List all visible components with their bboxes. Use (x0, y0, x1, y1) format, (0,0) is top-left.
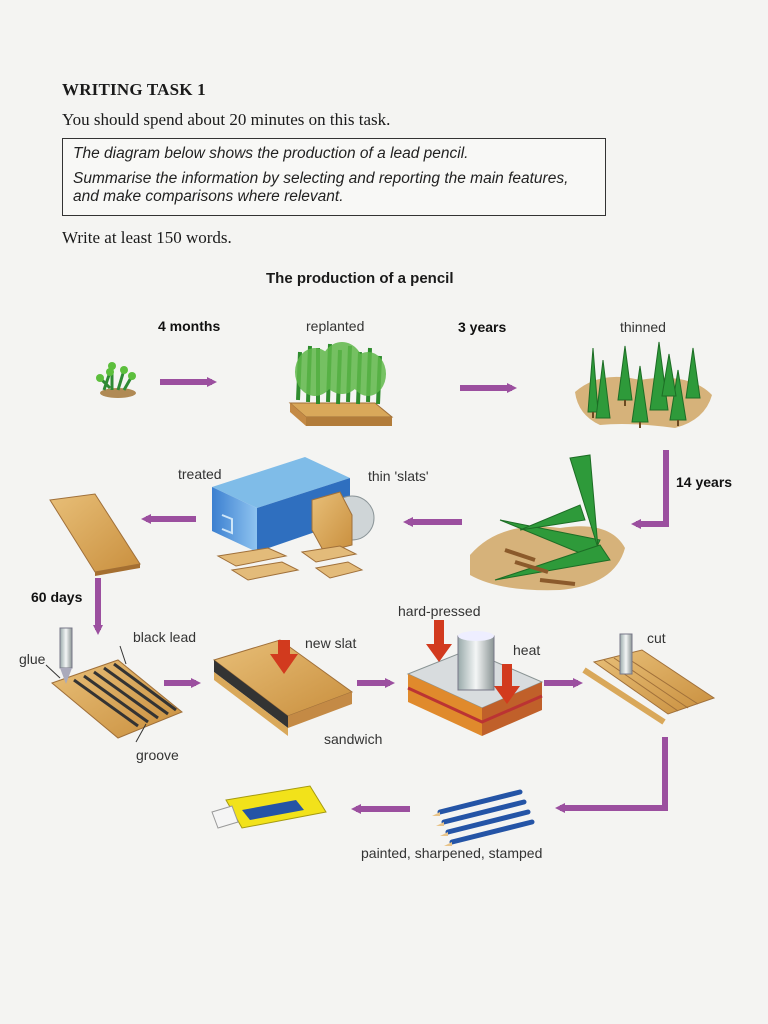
treatment-tank-illustration (212, 457, 375, 581)
treated-board-illustration (49, 493, 141, 576)
label-hard-pressed: hard-pressed (398, 603, 481, 619)
sandwich-illustration (212, 639, 354, 736)
task-heading: WRITING TASK 1 (62, 80, 206, 99)
label-glue: glue (19, 651, 46, 667)
label-finishing: painted, sharpened, stamped (361, 845, 543, 861)
label-sandwich: sandwich (324, 731, 383, 747)
felled-trees-illustration (470, 454, 625, 591)
arrow-cut-to-pencils (555, 737, 668, 813)
process-arrows (93, 377, 669, 814)
duration-14-years: 14 years (676, 474, 733, 490)
duration-60-days: 60 days (31, 589, 83, 605)
duration-4-months: 4 months (158, 318, 221, 334)
label-treated: treated (178, 466, 222, 482)
label-black-lead: black lead (133, 629, 197, 645)
cutting-illustration (582, 633, 716, 725)
label-new-slat: new slat (305, 635, 357, 651)
task-instruction: You should spend about 20 minutes on thi… (62, 110, 391, 129)
label-groove: groove (136, 747, 179, 763)
label-cut: cut (647, 630, 666, 646)
arrow-thinned-to-felled (631, 450, 669, 529)
press-illustration (406, 620, 544, 736)
seedling-illustration (96, 362, 136, 398)
label-replanted: replanted (306, 318, 365, 334)
thinned-forest-illustration (575, 341, 712, 428)
label-thinned: thinned (620, 319, 666, 335)
replanted-nursery-illustration (288, 342, 394, 426)
gluing-station-illustration (45, 627, 183, 743)
word-count: Write at least 150 words. (62, 228, 232, 247)
pencil-box-illustration (211, 785, 327, 829)
prompt-line-2: Summarise the information by selecting a… (73, 170, 569, 205)
label-heat: heat (513, 642, 541, 658)
diagram-title: The production of a pencil (266, 270, 454, 287)
pencils-illustration (432, 789, 535, 846)
label-thin-slats: thin 'slats' (368, 468, 429, 484)
duration-3-years: 3 years (458, 319, 507, 335)
prompt-box: The diagram below shows the production o… (62, 138, 606, 216)
prompt-line-1: The diagram below shows the production o… (73, 145, 469, 162)
